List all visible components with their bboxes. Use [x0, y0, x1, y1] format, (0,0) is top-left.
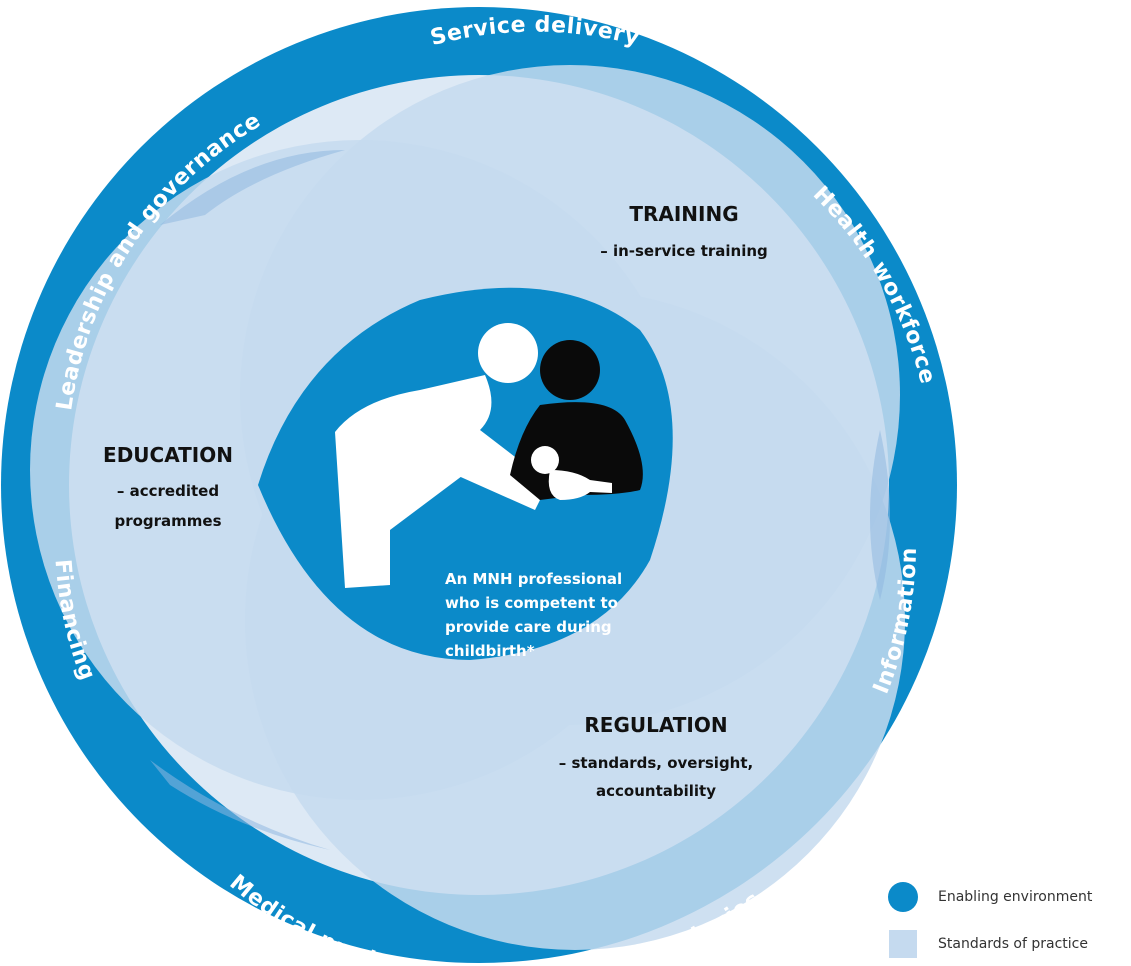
regulation-title: REGULATION: [584, 713, 727, 737]
training-subtitle: – in-service training: [600, 242, 768, 260]
overlap-sliver-top-left: [160, 150, 345, 225]
center-caption-line-2: who is competent to: [445, 594, 618, 612]
education-line-1: – accredited: [117, 482, 219, 500]
legend-label: Enabling environment: [938, 889, 1093, 905]
legend-label: Standards of practice: [938, 936, 1088, 952]
baby-figure-icon: [531, 446, 612, 500]
center-caption-line-3: provide care during: [445, 618, 612, 636]
center-caption-line-4: childbirth*: [445, 642, 535, 660]
regulation-line-2: accountability: [596, 782, 716, 800]
education-line-2: programmes: [114, 512, 221, 530]
square-swatch-icon: [889, 930, 917, 958]
professional-figure-icon: [335, 323, 545, 588]
training-title: TRAINING: [629, 202, 738, 226]
legend-item-standards-of-practice: Standards of practice: [888, 929, 1128, 959]
regulation-line-1: – standards, oversight,: [559, 754, 753, 772]
circle-swatch-icon: [888, 882, 918, 912]
mother-figure-icon: [510, 340, 643, 500]
legend-item-enabling-environment: Enabling environment: [888, 882, 1128, 912]
center-caption-line-1: An MNH professional: [445, 570, 622, 588]
overlap-sliver-right: [870, 430, 890, 600]
education-title: EDUCATION: [103, 443, 233, 467]
